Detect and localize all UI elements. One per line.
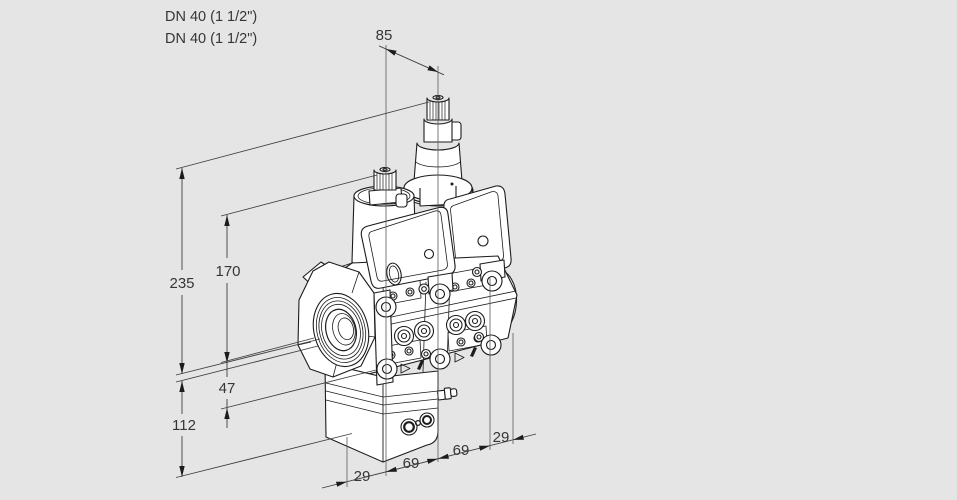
dn-label-1: DN 40 (1 1/2") <box>165 9 257 25</box>
dim-label-170: 170 <box>215 263 240 280</box>
dimension-labels: 85 235 170 47 112 29 69 69 29 <box>169 27 509 485</box>
actuator-box <box>324 362 458 463</box>
flow-direction-arrows <box>400 347 477 374</box>
dim-bottom-chain <box>321 277 537 489</box>
side-nipple <box>436 387 458 401</box>
dim-label-69-right: 69 <box>453 442 470 459</box>
front-adjustment-cap <box>373 166 397 191</box>
dim-label-85: 85 <box>376 27 393 44</box>
dim-label-29-left: 29 <box>354 468 371 485</box>
dim-label-235: 235 <box>169 275 194 292</box>
dn-label-2: DN 40 (1 1/2") <box>165 31 257 47</box>
dim-170 <box>220 174 378 363</box>
dim-85 <box>378 45 445 76</box>
dim-112 <box>175 345 353 478</box>
dim-235 <box>175 101 430 376</box>
dim-label-69-left: 69 <box>403 455 420 472</box>
threaded-bore <box>312 292 370 368</box>
flange-bolts <box>393 310 486 347</box>
valve-assembly <box>297 94 518 463</box>
dimension-lines <box>175 45 537 489</box>
dim-label-47: 47 <box>219 380 236 397</box>
dim-47 <box>220 363 377 428</box>
inlet-port-flange <box>297 261 376 378</box>
pressure-gauges <box>400 412 435 436</box>
dim-label-29-right: 29 <box>493 429 510 446</box>
dim-label-112: 112 <box>172 417 196 434</box>
